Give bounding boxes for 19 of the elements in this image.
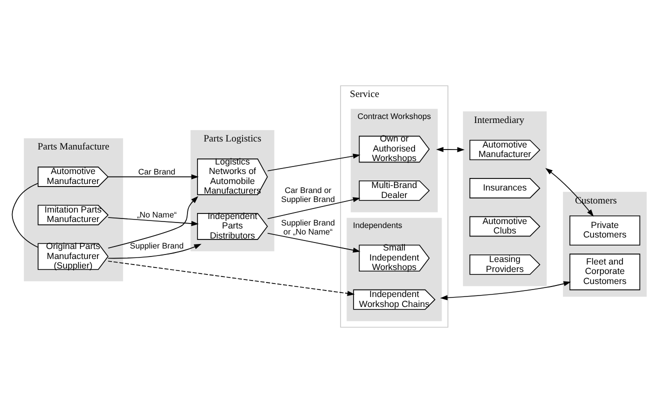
edge-label: Car Brand or Supplier Brand bbox=[281, 186, 335, 204]
edge-label: Car Brand bbox=[138, 167, 176, 176]
edge-label: „No Name“ bbox=[136, 210, 177, 220]
node-box: Fleet and Corporate Customers bbox=[569, 254, 640, 290]
node-box: Private Customers bbox=[569, 215, 640, 246]
arrow bbox=[108, 217, 199, 226]
arrow bbox=[436, 146, 465, 152]
arrow bbox=[267, 154, 360, 172]
arrow bbox=[108, 260, 355, 296]
edge-label: Supplier Brand bbox=[130, 241, 184, 250]
arrow bbox=[545, 168, 594, 217]
edge-label: Supplier Brand or „No Name“ bbox=[281, 218, 335, 237]
arrow bbox=[108, 196, 198, 249]
arrow bbox=[267, 232, 360, 253]
arrow bbox=[267, 197, 360, 220]
connector bbox=[12, 182, 38, 248]
arrow bbox=[108, 244, 202, 259]
arrow bbox=[440, 281, 571, 300]
arrow bbox=[108, 174, 199, 180]
